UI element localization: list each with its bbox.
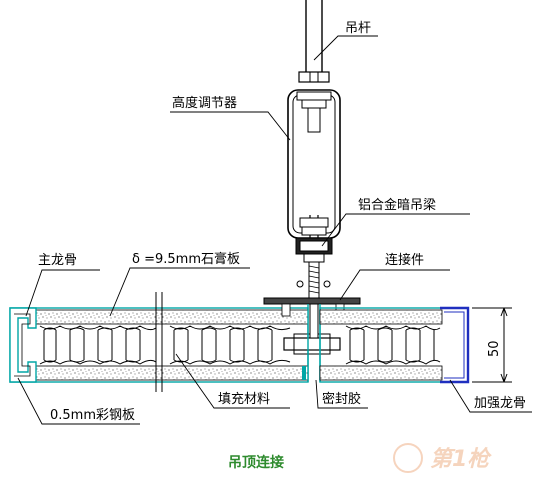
right-panel xyxy=(319,307,469,383)
hanger-rod xyxy=(298,0,330,83)
height-adjuster xyxy=(287,89,341,262)
label-reinforced-keel: 加强龙骨 xyxy=(474,396,526,411)
aluminum-beam-hardware xyxy=(263,237,361,305)
label-aluminum-beam: 铝合金暗吊梁 xyxy=(358,197,436,213)
watermark-logo: 第1枪 xyxy=(393,443,492,473)
filler-core-left xyxy=(39,325,291,365)
leaders xyxy=(17,35,532,425)
left-panel xyxy=(9,307,309,383)
break-lines xyxy=(155,292,163,392)
label-gypsum-board: δ =9.5mm石膏板 xyxy=(132,251,240,267)
label-filler: 填充材料 xyxy=(218,391,270,407)
dimension-line xyxy=(472,307,512,383)
dimension-50: 50 xyxy=(487,340,502,357)
label-main-keel: 主龙骨 xyxy=(38,253,77,268)
caption: 吊顶连接 xyxy=(228,454,284,471)
label-sealant: 密封胶 xyxy=(322,391,361,407)
label-height-adjuster: 高度调节器 xyxy=(172,95,237,111)
label-steel-sheet: 0.5mm彩钢板 xyxy=(50,408,135,423)
label-connector: 连接件 xyxy=(385,252,424,268)
reinforced-keel xyxy=(440,306,470,384)
label-hanger-rod: 吊杆 xyxy=(345,21,371,36)
svg-text:第1枪: 第1枪 xyxy=(430,446,492,472)
filler-core-right xyxy=(345,325,441,365)
